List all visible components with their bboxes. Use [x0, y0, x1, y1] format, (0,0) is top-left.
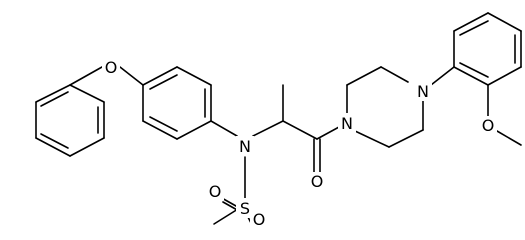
svg-text:O: O [311, 172, 324, 191]
svg-text:O: O [105, 58, 118, 77]
atom-label-o-phenoxy: O [102, 58, 120, 77]
atom-label-o-sulfonyl-right: O [250, 210, 268, 228]
atom-label-o-methoxy: O [479, 116, 497, 135]
ether-bonds [69, 66, 144, 86]
svg-text:N: N [341, 114, 353, 133]
svg-text:N: N [417, 82, 429, 101]
chemical-structure: O N S O O O N N O [35, 12, 522, 228]
phenylene-ring [142, 66, 212, 140]
piperazine-aryl-bond [430, 66, 455, 86]
atom-label-o-carbonyl: O [308, 172, 326, 191]
atom-label-n-piperazine-amide: N [338, 113, 356, 133]
svg-text:S: S [240, 199, 250, 218]
methoxy-bonds [487, 84, 522, 146]
piperazine-ring [346, 66, 424, 148]
svg-text:N: N [239, 137, 251, 156]
atom-label-n-sulfonamide: N [236, 136, 254, 156]
atom-label-s-sulfonyl: S [236, 198, 254, 218]
methoxyphenyl-ring [453, 12, 522, 86]
svg-text:O: O [209, 182, 222, 201]
svg-text:O: O [253, 210, 266, 228]
svg-text:O: O [482, 116, 495, 135]
alanine-linker-bonds [252, 84, 340, 175]
atom-label-o-sulfonyl-left: O [206, 182, 224, 201]
atom-label-n-piperazine-aryl: N [414, 81, 432, 101]
aryl-nitrogen-bond [210, 120, 238, 137]
phenyl-ring-left [35, 84, 105, 157]
